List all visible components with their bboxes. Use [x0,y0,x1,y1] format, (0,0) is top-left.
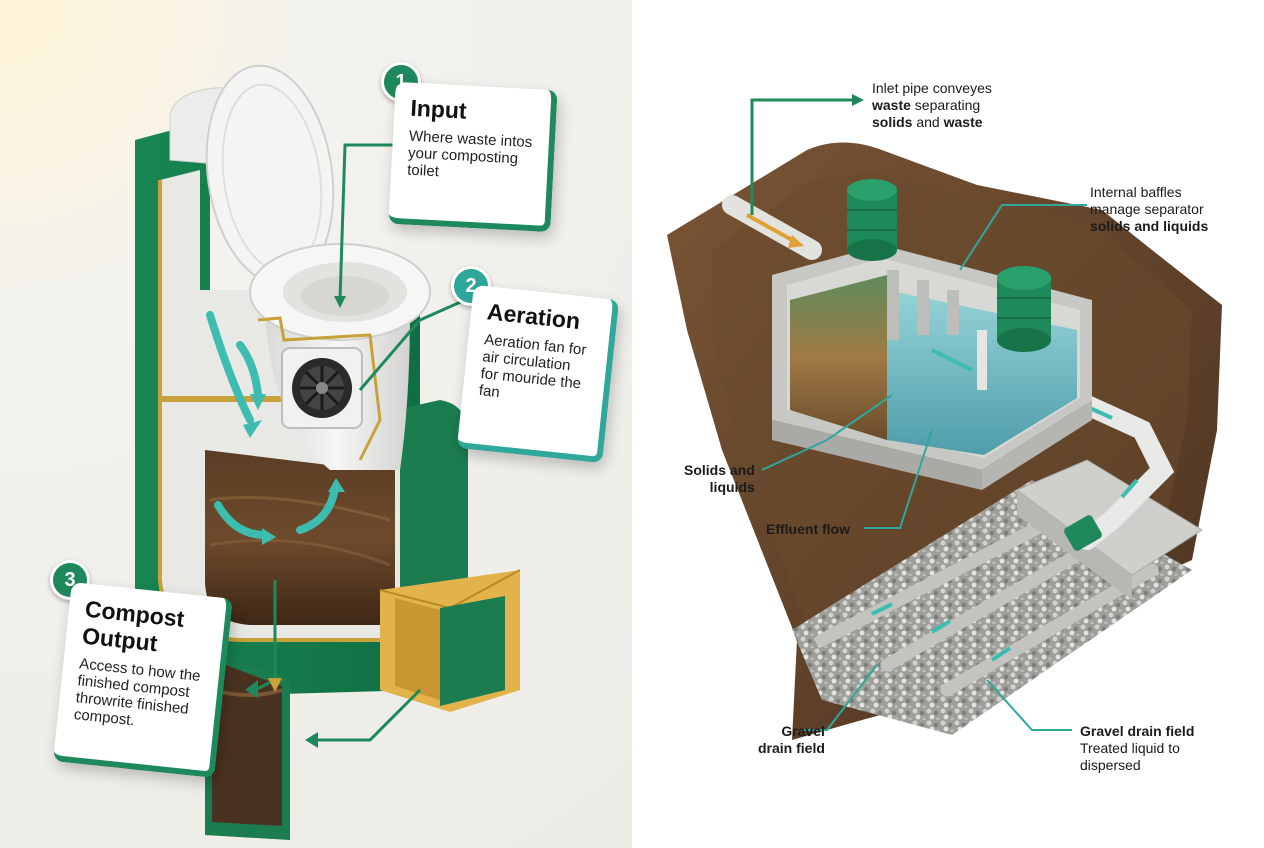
composting-toilet-illustration [135,64,521,840]
septic-system-illustration [667,94,1222,740]
baffles-leader [959,204,1087,271]
input-leader [338,143,395,301]
drawer-leader [315,688,422,742]
input-card: Input Where waste intos your composting … [388,81,558,233]
gravel-right-label: Gravel drain field Treated liquid to dis… [1080,723,1195,773]
composting-toilet-panel: 1 Input Where waste intos your compostin… [0,0,632,848]
compost-soil [205,450,395,625]
compost-output-box [205,650,290,840]
aeration-title: Aeration [485,298,582,335]
baffles-label: Internal baffles manage separator solids… [1090,184,1209,234]
gravel-left-label: Gravel drain field [758,723,825,756]
aeration-card: Aeration Aeration fan for air circulatio… [456,284,620,464]
solids-leader [761,394,893,471]
compost-drawer [379,569,521,712]
inlet-leader [750,98,852,215]
gravel-right-leader [986,679,1072,731]
input-description: Where waste intos your composting toilet [406,127,533,181]
compost-output-card: Compost Output Access to how the finishe… [53,582,233,778]
solids-liquids-label: Solids and liquids [684,462,755,495]
septic-system-panel: Inlet pipe conveyes waste separating sol… [632,0,1264,848]
input-title: Input [409,94,468,124]
inlet-label: Inlet pipe conveyes waste separating sol… [872,80,992,130]
airflow-arrows [206,311,339,539]
compost-output-title: Compost Output [80,595,186,657]
gravel-left-leader [802,664,878,731]
aeration-fan-icon [281,347,363,429]
effluent-leader [864,429,933,529]
aeration-leader [358,298,466,391]
compost-output-description: Access to how the finished compost throw… [73,655,202,730]
sludge-chamber [790,275,887,440]
aeration-description: Aeration fan for air circulation for mou… [478,331,588,402]
green-risers [847,179,1051,352]
green-coupler [1064,515,1102,551]
effluent-flow-label: Effluent flow [766,521,850,537]
